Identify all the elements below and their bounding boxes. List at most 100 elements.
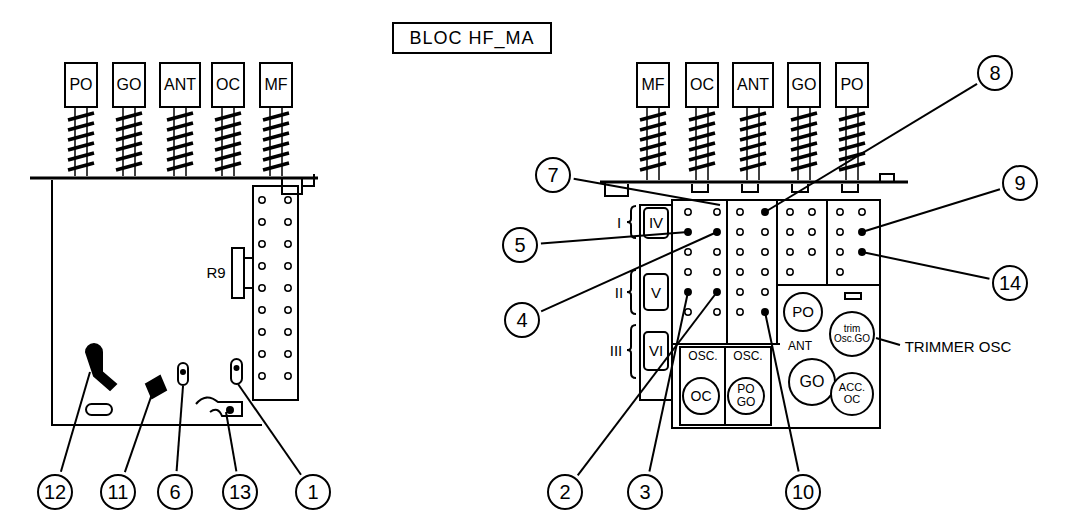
leader-line [177, 386, 183, 471]
callout-text: 6 [169, 482, 180, 503]
callout-number: 10 [785, 474, 821, 510]
spring-coil [263, 153, 289, 160]
button-cap: OC [685, 62, 719, 108]
mounting-plate [600, 181, 908, 184]
contact-dot [809, 209, 815, 215]
contact-dot [259, 307, 265, 313]
contact-dot [285, 263, 291, 269]
spring-coil [215, 113, 241, 120]
circle-outline [978, 56, 1012, 90]
contact-dot [737, 269, 743, 275]
spring-coil [116, 163, 142, 170]
spring-coil [167, 113, 193, 120]
contact-strip [253, 186, 298, 400]
spring-coil [791, 123, 817, 130]
solder-tab [178, 363, 188, 385]
callout-text: 5 [514, 235, 525, 256]
leader-line [574, 179, 720, 205]
roman-numeral: II [614, 285, 624, 300]
spring-coil [839, 143, 865, 150]
part-text: ANT [164, 77, 196, 94]
spring-coil [263, 113, 289, 120]
callout-number: 6 [157, 474, 193, 510]
spring-coil [640, 163, 666, 170]
bracket [627, 325, 636, 378]
leader-line [876, 338, 900, 345]
spring-coil [215, 123, 241, 130]
oscillator-box: OSC.OC [679, 346, 727, 426]
button-cap: PO [835, 62, 869, 108]
spring-coil [263, 133, 289, 140]
circle-outline [503, 228, 537, 262]
contact-dot [285, 197, 291, 203]
roman-numeral: V [650, 285, 662, 300]
spring-coil [167, 133, 193, 140]
contact-dot [762, 289, 768, 295]
spring-coil [167, 123, 193, 130]
contact-dot [837, 229, 843, 235]
spring-coil [640, 113, 666, 120]
callout-text: 11 [108, 482, 129, 503]
leader-line [862, 189, 1000, 232]
contact-dot [285, 241, 291, 247]
part-text: MF [641, 77, 664, 94]
leader-line [862, 252, 989, 279]
circle-outline [1003, 166, 1037, 200]
board-slot [845, 293, 861, 299]
part-text: OC [690, 77, 714, 94]
contact-dot [259, 263, 265, 269]
callout-text: 4 [516, 310, 527, 331]
resistor-symbol [232, 248, 244, 298]
spring-coil [839, 133, 865, 140]
callout-number: 13 [222, 474, 258, 510]
bracket [627, 270, 636, 314]
spring-coil [640, 123, 666, 130]
contact-dot [285, 307, 291, 313]
contact-dot [714, 249, 720, 255]
part-text: ACC. OC [839, 382, 865, 405]
part-text: trim Osc.GO [834, 324, 870, 345]
contact-dot [285, 219, 291, 225]
solder-tab [231, 359, 242, 384]
button-cap: MF [636, 62, 670, 108]
callout-number: 11 [100, 474, 136, 510]
spring-coil [689, 123, 715, 130]
contact-dot [859, 209, 865, 215]
part-label: TRIMMER OSC [904, 339, 1013, 354]
spring-coil [640, 133, 666, 140]
contact-dot [737, 309, 743, 315]
contact-dot [809, 229, 815, 235]
contact-dot [737, 229, 743, 235]
contact-dot [259, 373, 265, 379]
solder-hole [227, 407, 233, 413]
plate-notch [692, 184, 858, 192]
solder-hole [181, 370, 185, 374]
contact-dot [714, 209, 720, 215]
spring-coil [689, 163, 715, 170]
leader-line [125, 394, 152, 472]
contact-dot [285, 329, 291, 335]
springs [68, 108, 865, 180]
spring-coil [740, 153, 766, 160]
spring-coil [116, 133, 142, 140]
button-cap: MF [259, 62, 293, 108]
contact-dot [259, 241, 265, 247]
spring-coil [116, 143, 142, 150]
part-text: PO [69, 77, 92, 94]
spring-coil [116, 123, 142, 130]
contact-dot [285, 351, 291, 357]
spring-coil [116, 113, 142, 120]
part-text: OC [216, 77, 240, 94]
spring-coil [791, 113, 817, 120]
spring-coil [263, 163, 289, 170]
spring-coil [215, 133, 241, 140]
spring-coil [640, 153, 666, 160]
callout-text: 13 [229, 482, 251, 503]
contact-dot [837, 269, 843, 275]
bracket [627, 206, 636, 238]
circle-outline [223, 475, 257, 509]
contact-dot [737, 289, 743, 295]
roman-numeral: III [609, 343, 624, 358]
part-text: GO [792, 77, 817, 94]
roman-numeral: I [616, 215, 622, 230]
